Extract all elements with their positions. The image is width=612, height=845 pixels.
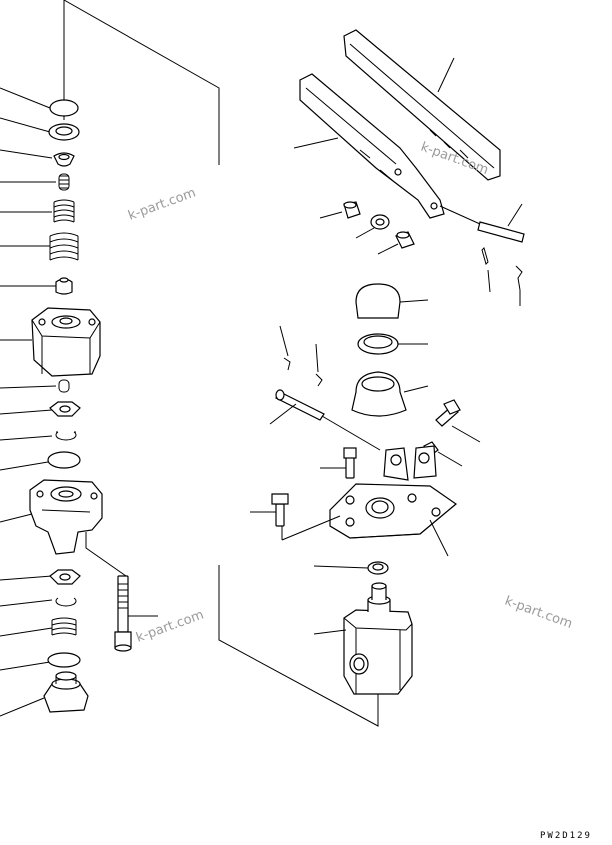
watermark-1: k-part.com <box>126 185 198 223</box>
pedal-valve-body <box>313 582 413 695</box>
long-bolt <box>114 575 158 652</box>
drawing-code: PW2D129 <box>540 831 592 841</box>
pedal-base-plate <box>329 445 457 557</box>
watermark-3: k-part.com <box>134 607 206 645</box>
left-leader-lines <box>0 87 57 717</box>
pedal-assembly <box>250 29 525 695</box>
lower-valve-body <box>29 479 127 577</box>
watermark-4: k-part.com <box>503 594 575 632</box>
left-valve-stack <box>0 87 158 717</box>
upper-valve-body <box>31 307 101 377</box>
